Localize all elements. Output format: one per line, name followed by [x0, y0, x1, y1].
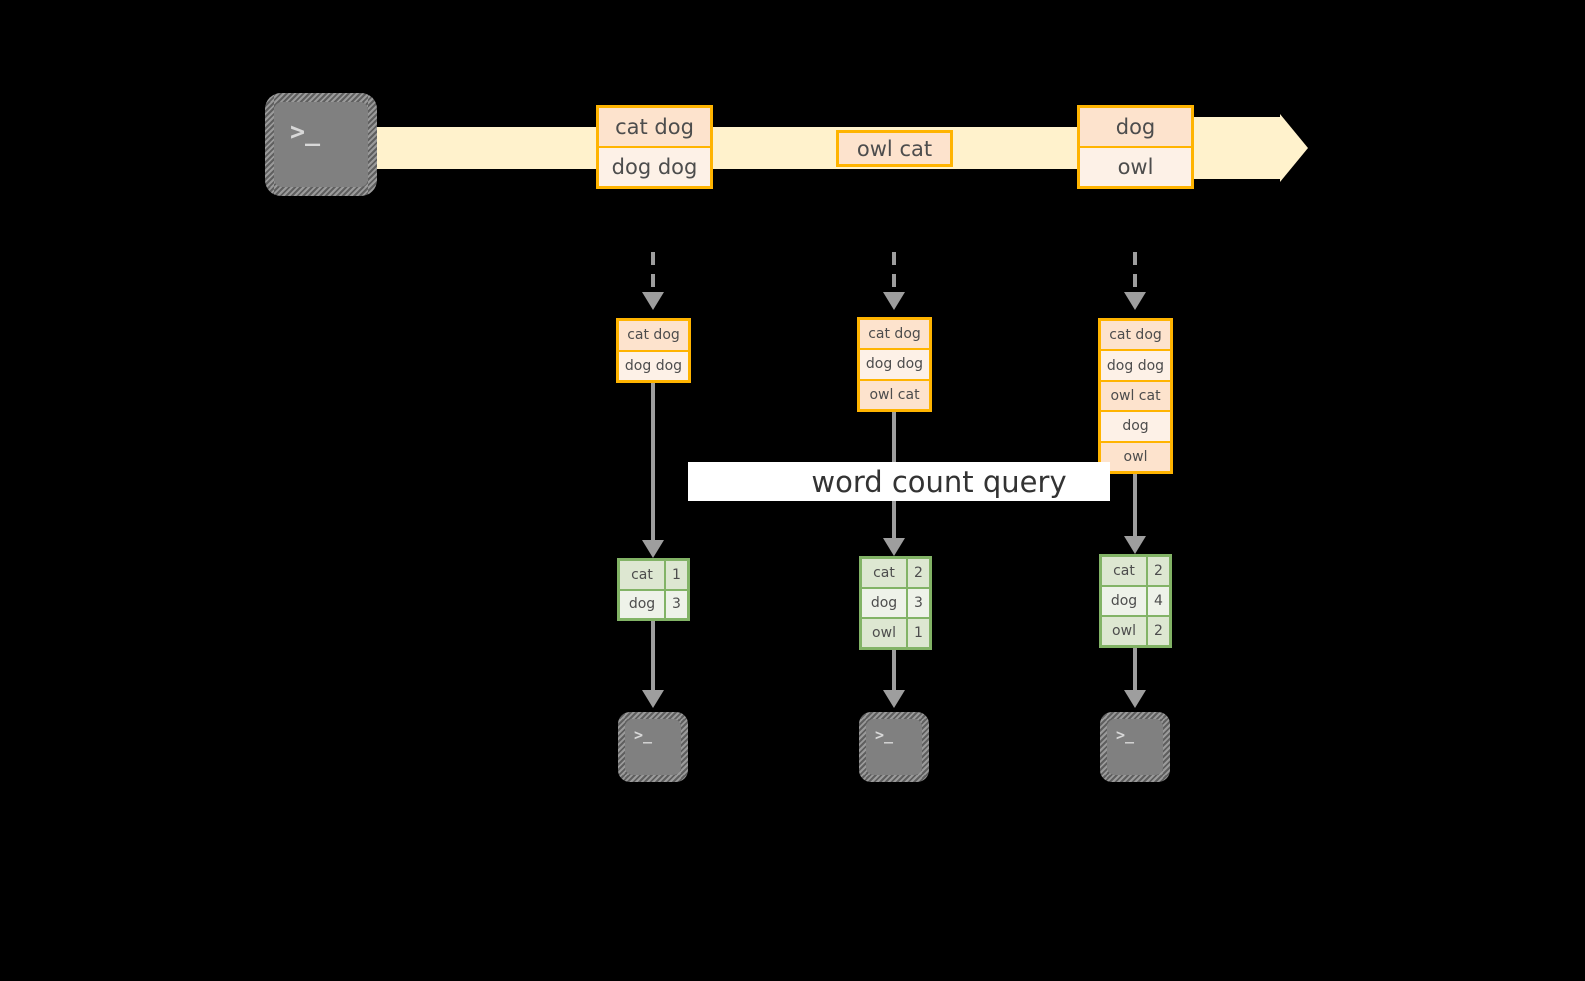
terminal-prompt-glyph: >_ — [875, 726, 894, 744]
table-row: dog 3 — [862, 589, 929, 619]
sink-connector-col-1 — [651, 621, 655, 697]
sink-terminal-face: >_ — [625, 719, 681, 775]
table-row: cat 2 — [862, 559, 929, 589]
accumulated-line: dog dog — [619, 351, 688, 380]
result-word: owl — [862, 619, 908, 647]
sink-terminal-icon-col-3: >_ — [1100, 712, 1170, 782]
result-word: dog — [1102, 587, 1148, 615]
query-connector-col-1 — [651, 383, 655, 553]
terminal-prompt-glyph: >_ — [634, 726, 653, 744]
accumulated-line: cat dog — [860, 320, 929, 351]
sink-terminal-icon-col-1: >_ — [618, 712, 688, 782]
table-row: dog 3 — [620, 590, 687, 618]
sink-terminal-face: >_ — [866, 719, 922, 775]
sink-terminal-face: >_ — [1107, 719, 1163, 775]
sink-connector-arrowhead-col-2 — [883, 690, 905, 708]
result-word: dog — [620, 590, 666, 618]
accumulated-line: dog dog — [1101, 351, 1170, 382]
result-count: 2 — [908, 559, 929, 587]
result-word: cat — [1102, 557, 1148, 585]
accumulated-records-col-2: cat dog dog dog owl cat — [857, 317, 932, 412]
result-table-col-2: cat 2 dog 3 owl 1 — [859, 556, 932, 650]
accumulated-line: owl — [1101, 442, 1170, 472]
accumulated-records-col-3: cat dog dog dog owl cat dog owl — [1098, 318, 1173, 474]
accumulated-line: dog dog — [860, 350, 929, 381]
source-terminal-icon: >_ — [265, 93, 377, 196]
result-count: 1 — [666, 561, 687, 589]
dashed-connector-col-1 — [651, 252, 655, 294]
stream-batch-2-line-1: owl cat — [839, 133, 950, 164]
result-word: cat — [620, 561, 666, 589]
query-connector-col-3 — [1133, 474, 1137, 551]
source-terminal-face: >_ — [274, 102, 368, 187]
accumulated-line: dog — [1101, 412, 1170, 443]
result-count: 1 — [908, 619, 929, 647]
query-connector-arrowhead-col-2 — [883, 538, 905, 556]
table-row: dog 4 — [1102, 587, 1169, 617]
stream-batch-3-line-1: dog — [1080, 108, 1191, 148]
result-count: 2 — [1148, 617, 1169, 645]
accumulated-line: cat dog — [619, 321, 688, 352]
result-word: cat — [862, 559, 908, 587]
table-row: owl 1 — [862, 619, 929, 647]
dashed-connector-arrowhead-col-1 — [642, 292, 664, 310]
sink-connector-arrowhead-col-3 — [1124, 690, 1146, 708]
stream-batch-1-line-1: cat dog — [599, 108, 710, 148]
stream-batch-2: owl cat — [836, 130, 953, 167]
table-row: cat 2 — [1102, 557, 1169, 587]
accumulated-records-col-1: cat dog dog dog — [616, 318, 691, 383]
stream-batch-3-line-2: owl — [1080, 148, 1191, 186]
stream-batch-1: cat dog dog dog — [596, 105, 713, 189]
accumulated-line: owl cat — [1101, 381, 1170, 413]
result-table-col-1: cat 1 dog 3 — [617, 558, 690, 621]
dashed-connector-col-2 — [892, 252, 896, 294]
result-count: 2 — [1148, 557, 1169, 585]
query-connector-arrowhead-col-1 — [642, 540, 664, 558]
result-count: 3 — [666, 590, 687, 618]
table-row: owl 2 — [1102, 617, 1169, 645]
stream-batch-3: dog owl — [1077, 105, 1194, 189]
dashed-connector-arrowhead-col-2 — [883, 292, 905, 310]
table-row: cat 1 — [620, 561, 687, 591]
query-label-text: word count query — [811, 464, 1067, 499]
query-connector-arrowhead-col-3 — [1124, 536, 1146, 554]
query-label-band: word count query — [688, 462, 1110, 501]
sink-terminal-icon-col-2: >_ — [859, 712, 929, 782]
dashed-connector-col-3 — [1133, 252, 1137, 294]
accumulated-line: owl cat — [860, 380, 929, 409]
sink-connector-col-2 — [892, 650, 896, 697]
result-table-col-3: cat 2 dog 4 owl 2 — [1099, 554, 1172, 648]
dashed-connector-arrowhead-col-3 — [1124, 292, 1146, 310]
result-count: 3 — [908, 589, 929, 617]
sink-connector-arrowhead-col-1 — [642, 690, 664, 708]
stream-arrow-shaft-wide — [1190, 117, 1280, 179]
result-word: dog — [862, 589, 908, 617]
accumulated-line: cat dog — [1101, 321, 1170, 352]
result-word: owl — [1102, 617, 1148, 645]
terminal-prompt-glyph: >_ — [1116, 726, 1135, 744]
stream-batch-1-line-2: dog dog — [599, 148, 710, 186]
stream-arrowhead — [1280, 114, 1308, 182]
result-count: 4 — [1148, 587, 1169, 615]
sink-connector-col-3 — [1133, 648, 1137, 697]
terminal-prompt-glyph: >_ — [290, 117, 321, 146]
